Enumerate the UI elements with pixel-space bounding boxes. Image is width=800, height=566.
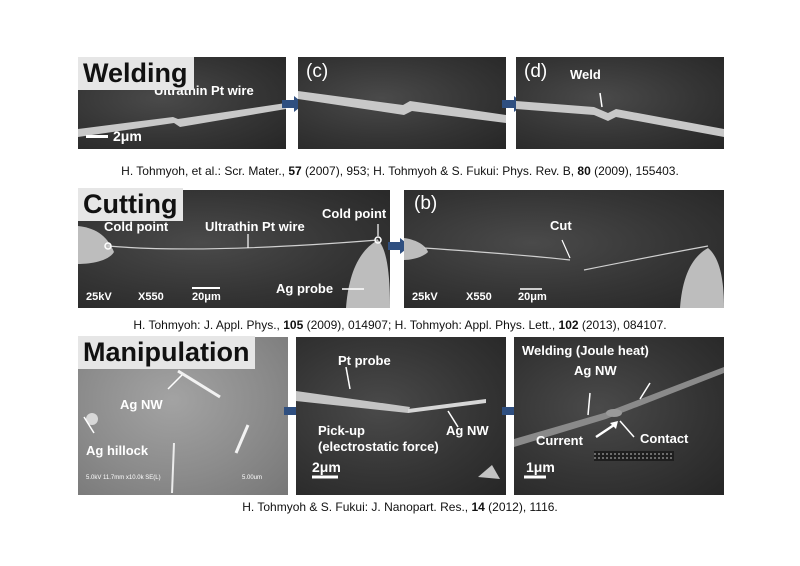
pt-probe-label: Pt probe <box>338 353 391 368</box>
scale-bar-label: 1μm <box>526 459 555 475</box>
sem-magnification-label: X550 <box>466 291 492 303</box>
electrostatic-force-label: (electrostatic force) <box>318 439 439 454</box>
pt-wire-image-1 <box>78 103 286 137</box>
pt-wire-image-2 <box>298 91 506 123</box>
cutting-title: Cutting <box>78 188 184 221</box>
ag-nanowire-substrate-image <box>83 369 250 494</box>
scale-bar-label: 20μm <box>192 291 221 303</box>
pt-wire-image-3 <box>516 92 724 137</box>
sem-magnification-label: X550 <box>138 291 164 303</box>
manipulation-title: Manipulation <box>78 336 256 369</box>
weld-label: Weld <box>570 67 601 82</box>
cutting-panel-b: (b) Cut 25kV X550 20μm <box>404 190 724 308</box>
welding-joule-heat-label: Welding (Joule heat) <box>522 343 649 358</box>
welding-panel-d: (d) Weld <box>516 57 724 149</box>
panel-label-c: (c) <box>306 61 329 82</box>
cutting-citation: H. Tohmyoh: J. Appl. Phys., 105 (2009), … <box>133 318 667 332</box>
cutting-image-b <box>404 238 724 308</box>
cold-point-left-label: Cold point <box>104 219 169 234</box>
ag-probe-label: Ag probe <box>276 281 334 296</box>
cut-label: Cut <box>550 218 572 233</box>
ultrathin-pt-wire-label: Ultrathin Pt wire <box>205 219 305 234</box>
joule-welding-image <box>514 367 724 479</box>
ag-nw-label: Ag NW <box>574 363 617 378</box>
manipulation-citation: H. Tohmyoh & S. Fukui: J. Nanopart. Res.… <box>242 500 558 514</box>
ag-hillock-label: Ag hillock <box>86 443 149 458</box>
welding-title: Welding <box>78 57 194 90</box>
scale-bar <box>86 135 108 138</box>
welding-citation: H. Tohmyoh, et al.: Scr. Mater., 57 (200… <box>121 164 679 178</box>
manipulation-panel-2: Pt probe Pick-up (electrostatic force) A… <box>296 337 506 495</box>
ag-nw-label: Ag NW <box>446 423 489 438</box>
panel-label-d: (d) <box>524 61 548 82</box>
sem-voltage-label: 25kV <box>412 291 438 303</box>
cold-point-right-label: Cold point <box>322 206 387 221</box>
sem-info-footer: 5.0kV 11.7mm x10.0k SE(L) <box>86 475 161 481</box>
ag-nw-label: Ag NW <box>120 397 163 412</box>
scale-bar <box>192 287 220 289</box>
manipulation-panel-3: Welding (Joule heat) Ag NW Current Conta… <box>514 337 724 495</box>
cutting-image-a <box>78 224 390 308</box>
contact-label: Contact <box>640 431 689 446</box>
current-label: Current <box>536 433 583 448</box>
pickup-label: Pick-up <box>318 423 365 438</box>
pt-probe-pickup-image <box>296 366 500 479</box>
scale-bar-label: 20μm <box>518 291 547 303</box>
scale-bar-label: 2μm <box>312 459 341 475</box>
sem-scale-footer: 5.00um <box>242 475 263 481</box>
sem-voltage-label: 25kV <box>86 291 112 303</box>
scale-bar-label: 2μm <box>113 128 142 144</box>
welding-panel-c: (c) <box>298 57 506 149</box>
panel-label-b: (b) <box>414 193 438 214</box>
